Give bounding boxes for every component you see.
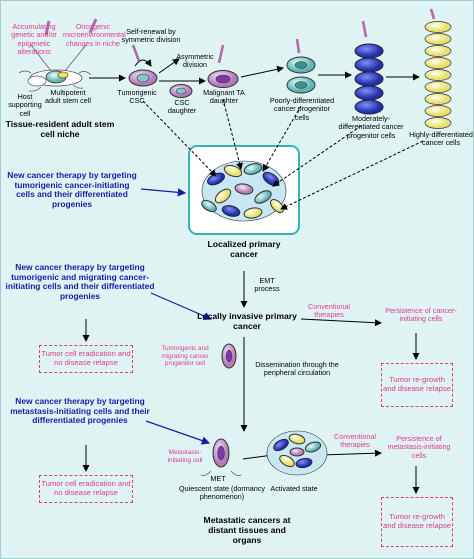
label-activated: Activated state — [270, 484, 318, 493]
label-persistence-2: Persistence of metastasis-initiating cel… — [387, 434, 451, 460]
label-metastatic: Metastatic cancers at distant tissues an… — [203, 515, 291, 545]
label-persistence-1: Persistence of cancer-initiating cells — [385, 306, 457, 324]
label-met: MET — [210, 474, 226, 483]
label-migrating: Tumorigenic and migrating cancer progeni… — [161, 345, 209, 368]
label-conventional-1: Conventional therapies — [308, 302, 350, 320]
cell-nucleus — [294, 81, 308, 89]
label-oncogenic: Oncogenic microenvironmental changes in … — [63, 22, 126, 48]
syringe-icon — [88, 18, 98, 34]
highly-differentiated-stack — [424, 21, 452, 129]
cell-nucleus — [136, 73, 150, 83]
label-moderately: Moderately-differentiated cancer progeni… — [338, 114, 404, 140]
cell-nucleus — [175, 87, 187, 95]
cell-nucleus — [215, 74, 231, 84]
pointer-line — [64, 44, 87, 72]
label-quiescent: Quiescent state (dormancy phenomenon) — [179, 484, 265, 502]
label-self-renewal: Self-renewal by symmetric division — [121, 27, 181, 45]
cell-nucleus — [225, 349, 233, 363]
moderately-differentiated-stack — [354, 43, 384, 115]
pointer-line — [30, 44, 52, 72]
label-asymmetric: Asymmetric division — [176, 52, 214, 70]
stem-cell-niche — [18, 69, 92, 92]
therapy-3-text: New cancer therapy by targeting metastas… — [10, 396, 150, 426]
self-renewal-arrow — [134, 59, 152, 67]
arrow — [150, 292, 213, 320]
tumor-cluster — [201, 160, 287, 222]
label-highly: Highly-differentiated cancer cells — [409, 130, 473, 148]
therapy-1-text: New cancer therapy by targeting tumorige… — [7, 170, 137, 209]
syringe-icon — [44, 20, 51, 36]
arrow — [300, 318, 382, 327]
eradication-box-2: Tumor cell eradication and no disease re… — [39, 475, 133, 503]
cell-nucleus — [217, 445, 225, 461]
label-localized: Localized primary cancer — [207, 239, 281, 259]
cell-nucleus — [294, 61, 308, 69]
label-conventional-2: Conventional therapies — [334, 432, 376, 450]
label-poorly: Poorly-differentiated cancer progenitor … — [269, 96, 335, 122]
eradication-box-1: Tumor cell eradication and no disease re… — [39, 345, 133, 373]
syringe-icon — [131, 8, 436, 64]
label-host-cell: Host supporting cell — [8, 92, 42, 118]
arrow — [158, 58, 180, 74]
label-malignant-ta: Malignant TA daughter — [203, 88, 245, 106]
regrowth-box-2: Tumor re-growth and disease relapse — [381, 497, 453, 547]
label-locally-invasive: Locally invasive primary cancer — [197, 311, 297, 331]
label-accumulating: Accumulating genetic and/or epigenetic a… — [11, 22, 57, 57]
dashed-arrows — [142, 98, 424, 210]
regrowth-box-1: Tumor re-growth and disease relapse — [381, 363, 453, 407]
arrow — [140, 188, 187, 197]
activated-tumor — [266, 430, 328, 476]
label-dissemination: Dissemination through the peripheral cir… — [255, 360, 339, 378]
label-tumorigenic-csc: Tumorigenic CSC — [117, 88, 157, 106]
label-metastasis-cell: Metastasis-initiating cell — [167, 449, 203, 464]
therapy-2-text: New cancer therapy by targeting tumorige… — [5, 262, 155, 301]
arrow — [240, 65, 284, 78]
label-multipotent: Multipotent adult stem cell — [45, 88, 91, 106]
label-csc-daughter: CSC daughter — [167, 98, 197, 116]
arrow — [320, 449, 382, 457]
cell-connection — [200, 470, 242, 476]
label-niche: Tissue-resident adult stem cell niche — [5, 119, 115, 139]
label-emt: EMT process — [254, 276, 280, 294]
arrow — [145, 420, 211, 445]
